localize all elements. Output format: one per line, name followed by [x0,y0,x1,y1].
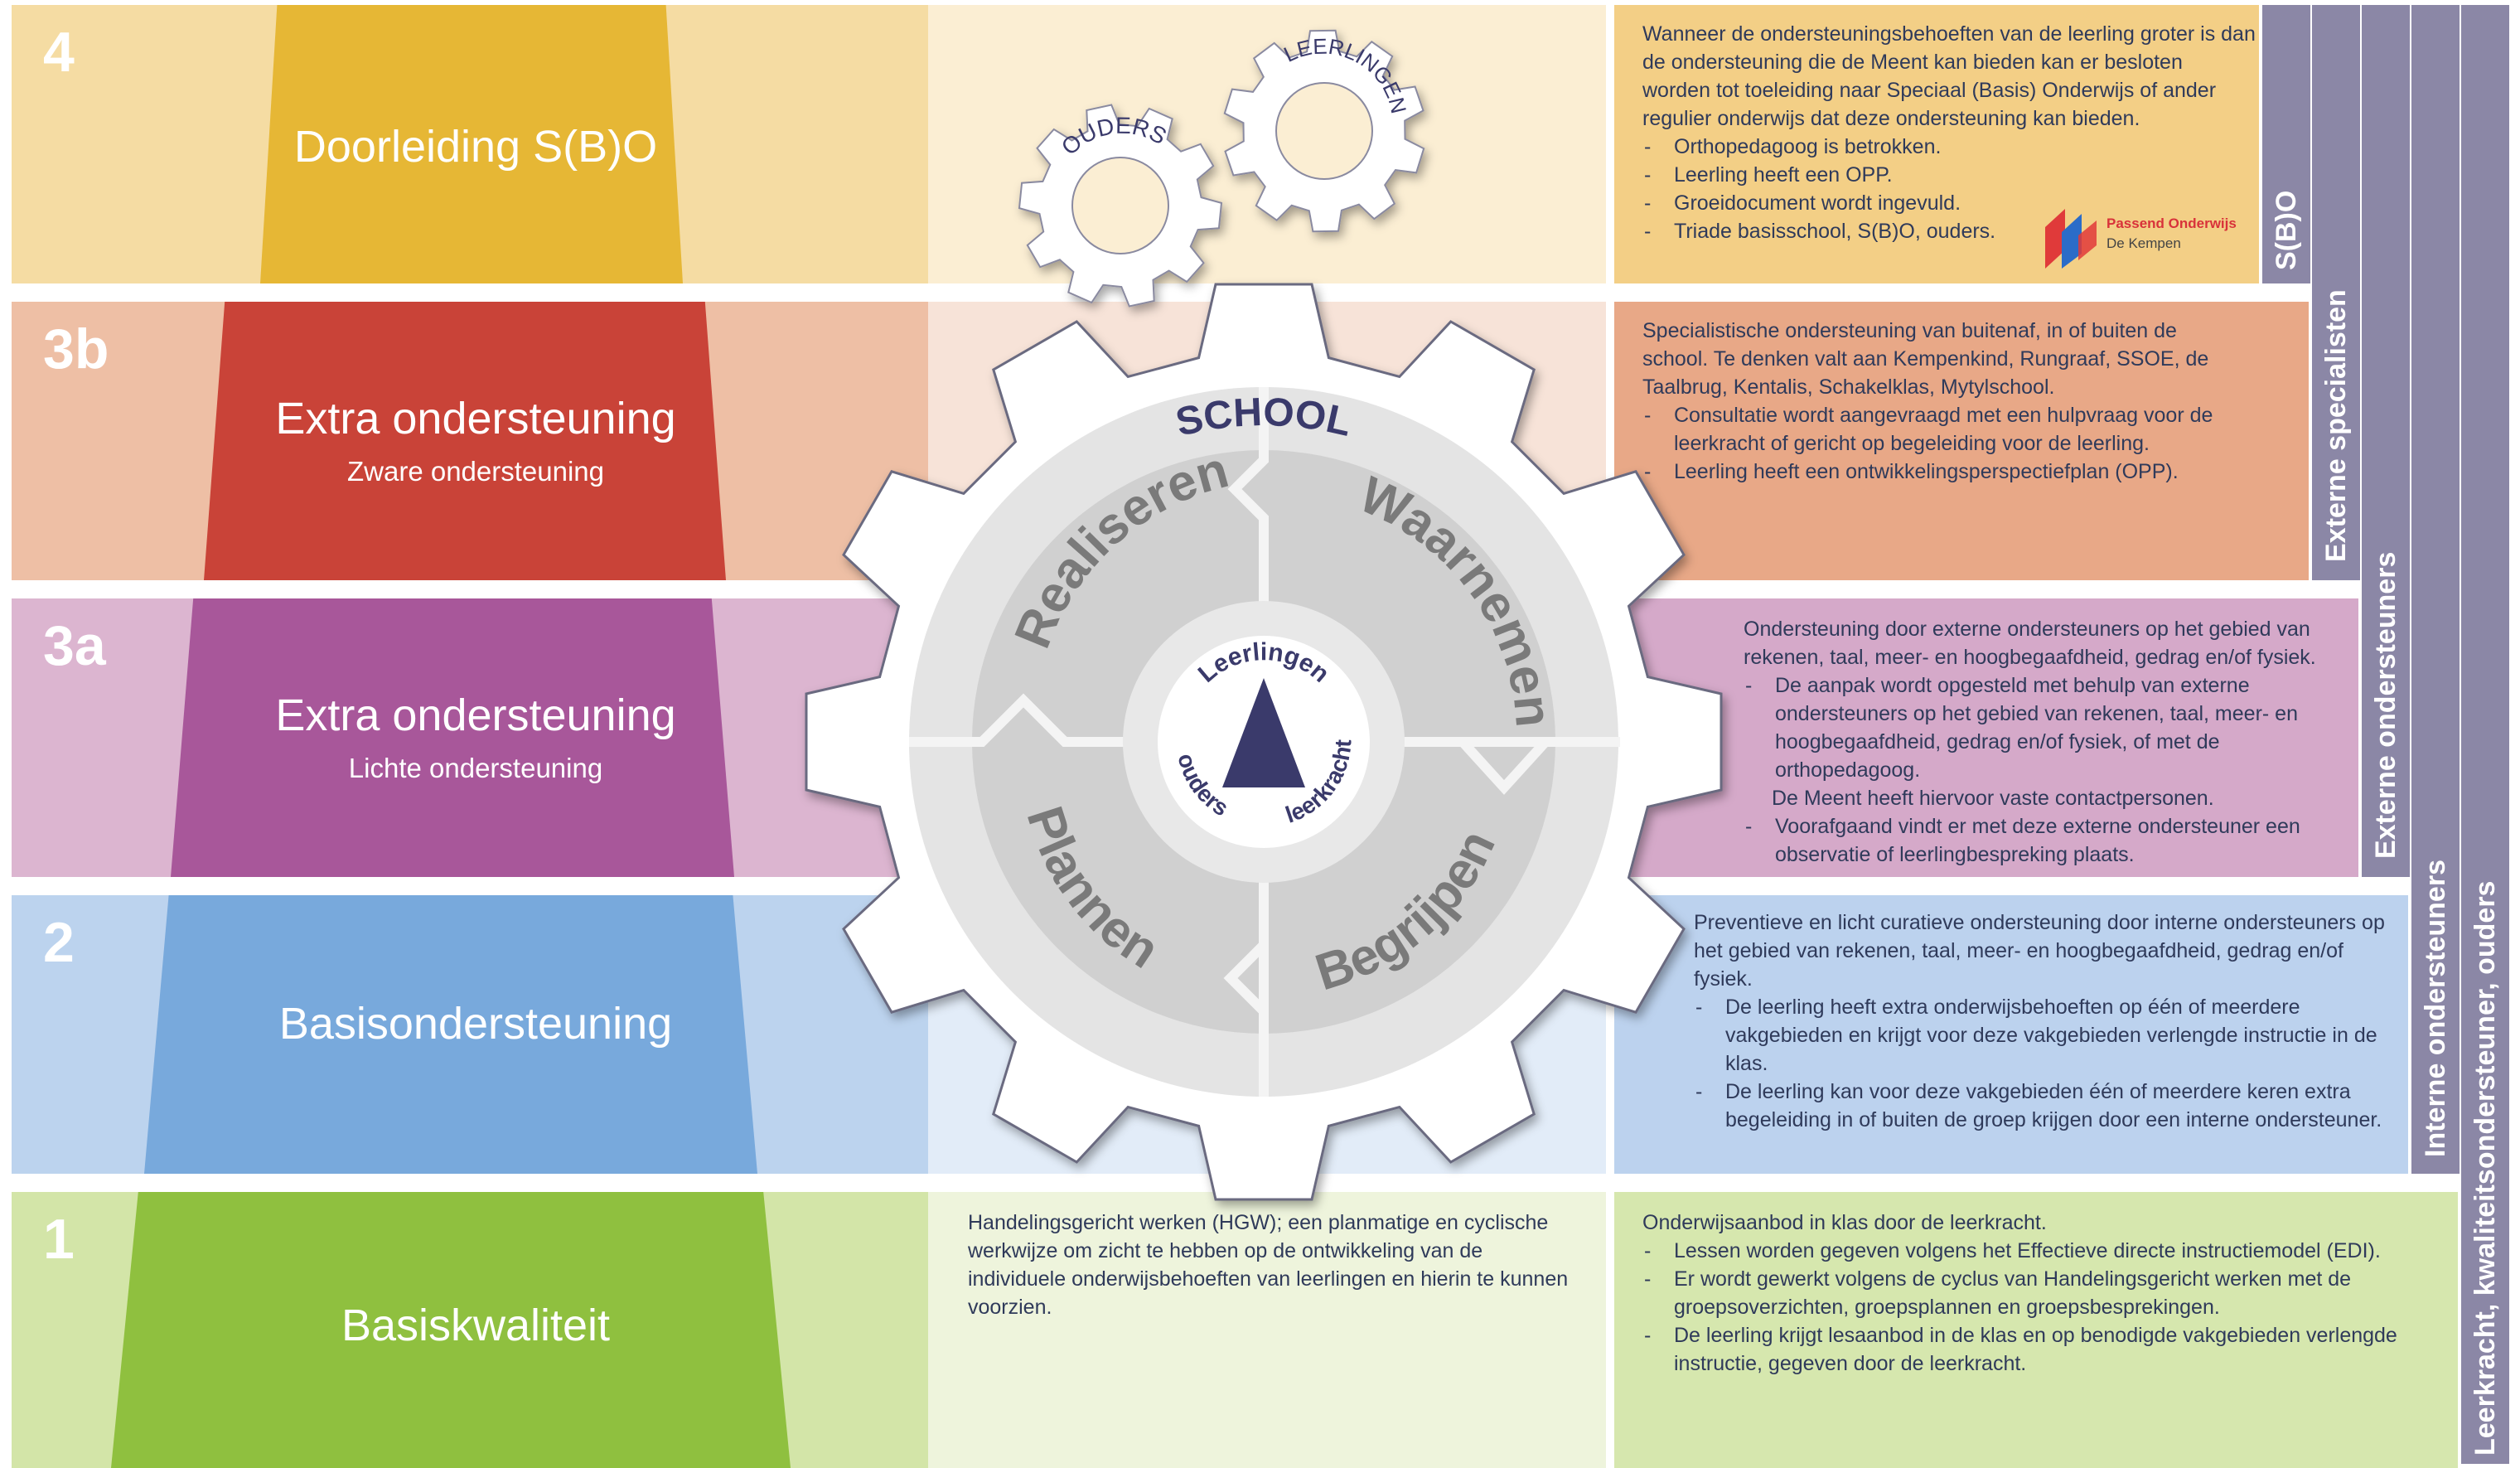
list-item: De leerling kan voor deze vakgebieden éé… [1694,1078,2398,1134]
side-bar-externe-specialisten: Externe specialisten [2312,5,2360,580]
side-bar-label: Leerkracht, kwaliteitsondersteuner, oude… [2469,880,2501,1456]
list-item: Er wordt gewerkt volgens de cyclus van H… [1642,1265,2430,1321]
level-2-description: Preventieve en licht curatieve ondersteu… [1694,908,2398,1134]
level-4-intro: Wanneer de ondersteuningsbehoeften van d… [1642,22,2256,130]
level-number: 3b [43,317,109,380]
side-bar-externe-ondersteuners: Externe ondersteuners [2362,5,2410,877]
list-item: De aanpak wordt opgesteld met behulp van… [1744,671,2348,784]
side-bar-leerkracht: Leerkracht, kwaliteitsondersteuner, oude… [2461,5,2509,1464]
logo-line-2: De Kempen [2106,235,2181,251]
level-3a-note: De Meent heeft hiervoor vaste contactper… [1772,787,2214,810]
level-3a-description: Ondersteuning door externe ondersteuners… [1744,615,2348,869]
level-number: 1 [43,1208,75,1271]
level-3a-pill [171,598,734,877]
list-item: De leerling heeft extra onderwijsbehoeft… [1694,993,2398,1078]
level-3b-description: Specialistische ondersteuning van buiten… [1642,317,2239,486]
passend-onderwijs-logo: Passend Onderwijs De Kempen [2042,202,2241,272]
level-1-intro: Onderwijsaanbod in klas door de leerkrac… [1642,1211,2047,1234]
side-bar-label: Externe specialisten [2320,289,2352,562]
level-3a-middle [928,598,1606,877]
level-number: 2 [43,911,75,974]
level-title: Basiskwaliteit [341,1301,611,1350]
level-2-band: 2 Basisondersteuning Preventieve en lich… [12,895,2408,1174]
logo-icon [2045,209,2097,269]
list-item: Triade basisschool, S(B)O, ouders. [1642,217,2024,245]
level-3a-intro: Ondersteuning door externe ondersteuners… [1744,618,2316,669]
side-bar-label: Interne ondersteuners [2420,860,2451,1157]
list-item: Groeidocument wordt ingevuld. [1642,189,2024,217]
list-item: De leerling krijgt lesaanbod in de klas … [1642,1321,2430,1378]
level-1-middle-text: Handelingsgericht werken (HGW); een plan… [968,1211,1569,1319]
level-title: Basisondersteuning [278,999,673,1049]
list-item: Leerling heeft een ontwikkelingsperspect… [1642,458,2239,486]
side-bar-label: Externe ondersteuners [2370,551,2401,859]
level-title: Extra ondersteuning [275,394,676,443]
level-1-middle [928,1192,1606,1468]
level-subtitle: Zware ondersteuning [346,456,605,487]
level-1-band: 1 Basiskwaliteit Handelingsgericht werke… [12,1192,2458,1468]
level-3b-middle [928,302,1606,580]
list-item: Voorafgaand vindt er met deze externe on… [1744,812,2348,869]
level-title: Extra ondersteuning [275,690,676,740]
level-3a-band: 3a Extra ondersteuning Lichte ondersteun… [12,598,2358,877]
list-item: Leerling heeft een OPP. [1642,161,2024,189]
level-3b-intro: Specialistische ondersteuning van buiten… [1642,319,2209,399]
level-number: 4 [43,21,75,84]
list-item: Orthopedagoog is betrokken. [1642,133,2024,161]
level-2-middle [928,895,1606,1174]
level-4-band: 4 Doorleiding S(B)O Wanneer de ondersteu… [12,5,2259,283]
level-subtitle: Lichte ondersteuning [348,753,603,783]
logo-line-1: Passend Onderwijs [2106,216,2237,231]
level-4-description: Wanneer de ondersteuningsbehoeften van d… [1642,20,2256,245]
level-3b-pill [204,302,726,580]
level-1-pill [111,1192,791,1468]
list-item: Lessen worden gegeven volgens het Effect… [1642,1237,2430,1265]
list-item: Consultatie wordt aangevraagd met een hu… [1642,401,2239,458]
side-bar-interne-ondersteuners: Interne ondersteuners [2411,5,2460,1174]
level-4-middle [928,5,1606,283]
level-4-pill [260,5,683,283]
level-2-intro: Preventieve en licht curatieve ondersteu… [1694,911,2385,991]
side-bar-sbo: S(B)O [2262,5,2310,283]
level-2-pill [144,895,757,1174]
level-1-description: Onderwijsaanbod in klas door de leerkrac… [1642,1209,2430,1378]
level-title: Doorleiding S(B)O [293,122,658,172]
level-3b-band: 3b Extra ondersteuning Zware ondersteuni… [12,302,2309,580]
level-number: 3a [43,614,106,677]
side-bar-label: S(B)O [2271,190,2302,270]
